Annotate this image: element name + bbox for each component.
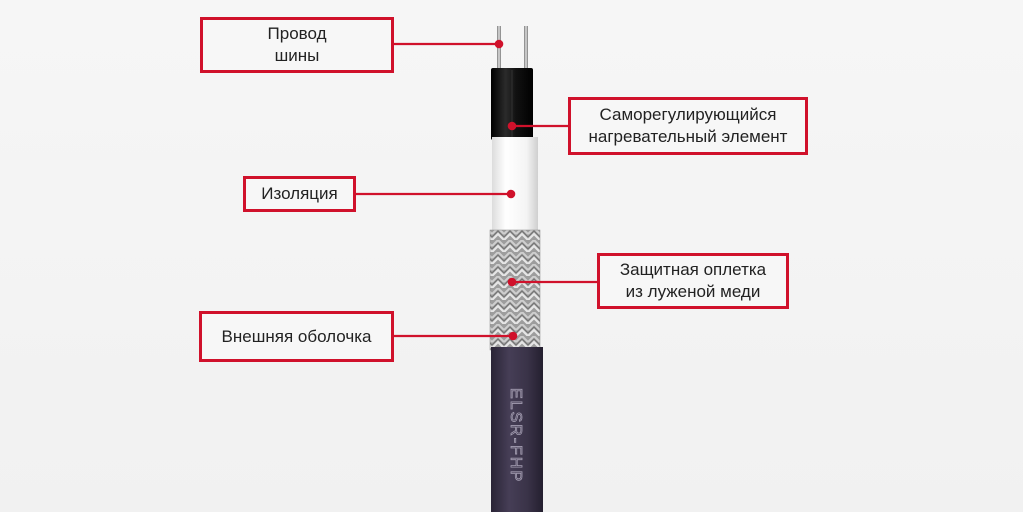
label-braid-line2: из луженой меди <box>625 282 761 301</box>
bus-wire-right <box>524 26 528 70</box>
label-heating-element: Саморегулирующийся нагревательный элемен… <box>568 97 808 155</box>
outer-jacket-layer <box>491 347 543 512</box>
label-heating-line1: Саморегулирующийся <box>599 105 777 124</box>
copper-braid <box>490 230 540 350</box>
label-jacket-line1: Внешняя оболочка <box>221 326 372 346</box>
label-braid-line1: Защитная оплетка <box>619 260 767 279</box>
label-insulation-line1: Изоляция <box>261 184 338 203</box>
label-busbar-line2: шины <box>274 46 320 65</box>
label-busbar-wire: Провод шины <box>200 17 394 73</box>
label-braid: Защитная оплетка из луженой меди <box>597 253 789 309</box>
cable-marking: ELSR-FHP <box>507 388 524 483</box>
label-outer-jacket: Внешняя оболочка <box>199 311 394 362</box>
insulation-layer <box>492 137 538 233</box>
label-insulation: Изоляция <box>243 176 356 212</box>
label-heating-line2: нагревательный элемент <box>588 127 788 146</box>
label-busbar-line1: Провод <box>267 24 327 43</box>
